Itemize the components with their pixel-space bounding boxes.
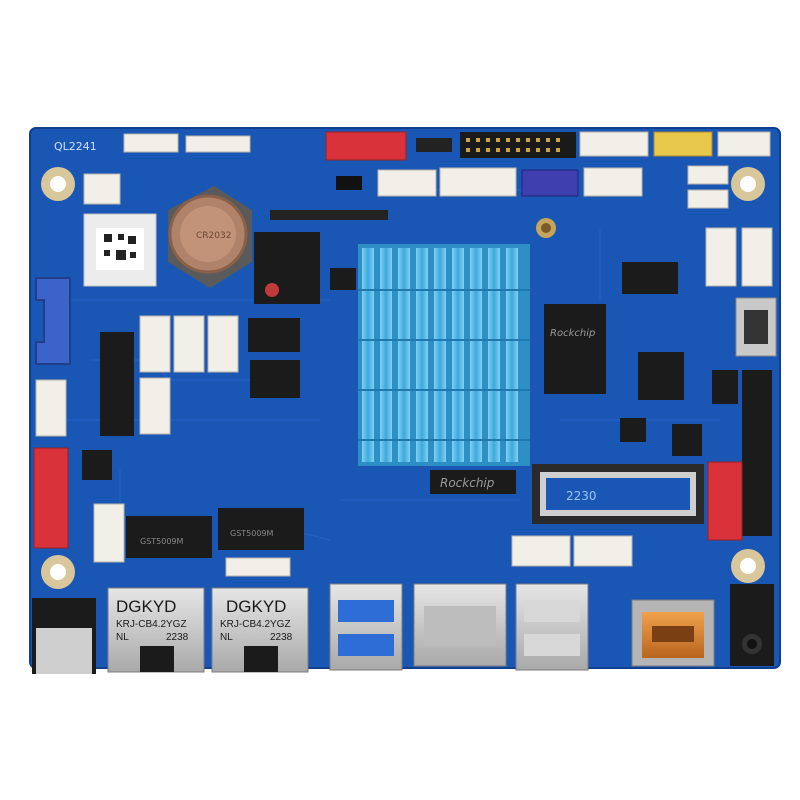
svg-text:GST5009M: GST5009M bbox=[140, 537, 184, 546]
soc-chip: Rockchip bbox=[544, 304, 606, 394]
ethernet-transformers: GST5009M GST5009M bbox=[126, 508, 304, 558]
svg-text:NL: NL bbox=[220, 632, 233, 643]
audio-jack bbox=[730, 584, 774, 666]
top-connectors bbox=[83, 131, 771, 220]
svg-text:Rockchip: Rockchip bbox=[440, 476, 495, 490]
left-chips bbox=[248, 232, 356, 398]
bottom-connectors bbox=[225, 535, 633, 577]
sd-card-slot-icon bbox=[413, 583, 507, 667]
wifi-module bbox=[83, 213, 157, 287]
svg-text:KRJ-CB4.2YGZ: KRJ-CB4.2YGZ bbox=[116, 619, 187, 630]
dc-power-jack bbox=[32, 598, 96, 674]
svg-text:GST5009M: GST5009M bbox=[230, 529, 274, 538]
svg-text:2230: 2230 bbox=[566, 489, 597, 503]
coin-battery-icon: CR2032 bbox=[168, 186, 252, 288]
hdmi-port-icon bbox=[631, 599, 715, 667]
svg-text:DGKYD: DGKYD bbox=[116, 597, 176, 616]
ethernet-jack-icon: DGKYD KRJ-CB4.2YGZ NL 2238 bbox=[107, 587, 205, 673]
svg-text:Rockchip: Rockchip bbox=[550, 328, 595, 339]
left-connectors bbox=[33, 315, 239, 563]
ethernet-jack-icon: DGKYD KRJ-CB4.2YGZ NL 2238 bbox=[211, 587, 309, 673]
right-chips bbox=[536, 218, 702, 456]
heatsink-base-chip: Rockchip bbox=[430, 470, 516, 494]
mounting-holes bbox=[41, 167, 765, 589]
sata-connector-icon bbox=[35, 277, 71, 365]
svg-text:KRJ-CB4.2YGZ: KRJ-CB4.2YGZ bbox=[220, 619, 291, 630]
right-connectors bbox=[705, 227, 777, 541]
usb-port-icon bbox=[515, 583, 589, 671]
usb-port-icon bbox=[329, 583, 403, 671]
heatsink-icon bbox=[358, 244, 530, 466]
svg-text:CR2032: CR2032 bbox=[196, 231, 231, 241]
svg-text:NL: NL bbox=[116, 632, 129, 643]
svg-text:2238: 2238 bbox=[166, 632, 189, 643]
board-id-silk: QL2241 bbox=[54, 140, 97, 153]
svg-text:DGKYD: DGKYD bbox=[226, 597, 286, 616]
m2-slot-icon: 2230 bbox=[532, 464, 704, 524]
svg-text:2238: 2238 bbox=[270, 632, 293, 643]
